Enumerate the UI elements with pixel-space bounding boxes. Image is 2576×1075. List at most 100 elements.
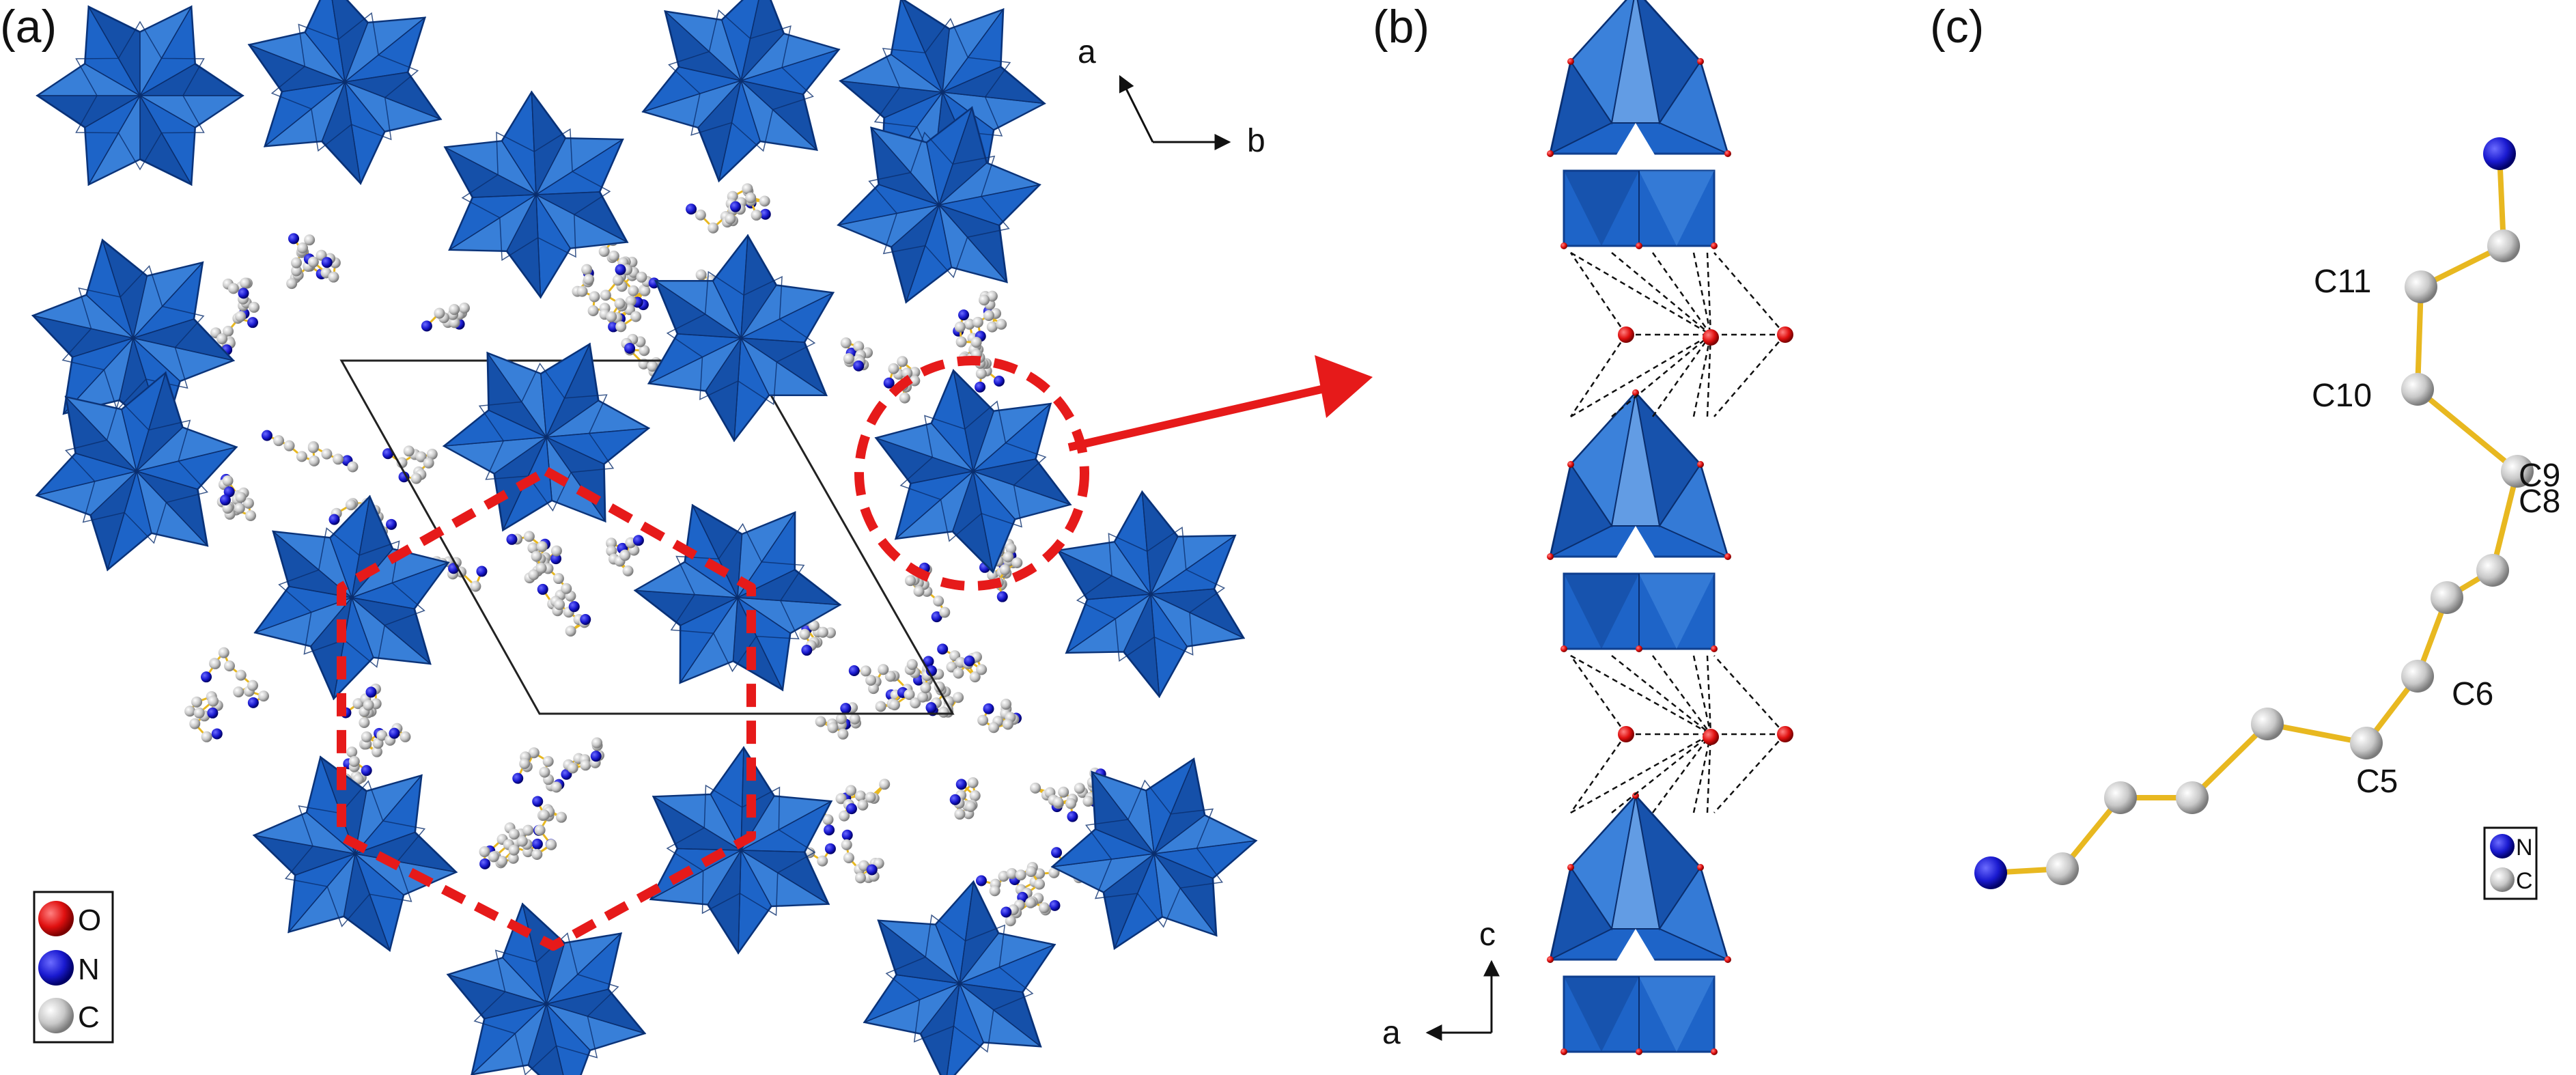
carbon-atom: [2401, 373, 2434, 406]
carbon-atom: [1034, 868, 1046, 880]
carbon-atom: [184, 706, 196, 717]
nitrogen-atom: [1974, 856, 2007, 889]
nitrogen-atom: [730, 201, 742, 212]
cluster-inner-edges: [899, 400, 1047, 542]
nitrogen-atom: [207, 707, 219, 718]
polyoxometalate-cluster: [35, 371, 238, 572]
nitrogen-atom: [975, 381, 986, 393]
nitrogen-atom: [975, 875, 987, 886]
panel-b-label: (b): [1373, 1, 1429, 53]
carbon-atom: [999, 564, 1011, 576]
carbon-atom: [2401, 660, 2434, 693]
carbon-atom: [233, 686, 244, 698]
carbon-atom: [223, 325, 234, 337]
carbon-atom: [822, 814, 834, 826]
cluster-facet: [138, 63, 244, 96]
carbon-atom: [522, 824, 534, 836]
carbon-atom: [840, 337, 852, 349]
carbon-atom: [488, 851, 499, 863]
carbon-atom: [953, 692, 964, 703]
cluster-facet: [739, 79, 818, 152]
nitrogen-atom: [853, 360, 865, 372]
water-oxygen-atom: [1618, 326, 1634, 343]
carbon-atom: [615, 321, 627, 333]
carbon-atom: [240, 277, 251, 289]
oxygen-atom: [1724, 956, 1731, 963]
nitrogen-atom: [624, 342, 636, 354]
carbon-atom: [695, 209, 706, 221]
polyoxometalate-chain: [1547, 0, 1793, 1055]
panel-a: (a) a b O N C: [0, 0, 1373, 1075]
polyoxometalate-cluster: [252, 755, 458, 952]
carbon-atom: [297, 242, 309, 254]
carbon-atom: [1030, 782, 1041, 794]
carbon-atom: [817, 626, 828, 638]
nitrogen-atom: [931, 611, 942, 623]
carbon-atom: [542, 755, 554, 767]
carbon-atom: [376, 729, 388, 741]
nitrogen-atom: [845, 803, 857, 815]
axis-a-label: a: [1078, 34, 1096, 70]
carbon-atom: [817, 855, 828, 867]
carbon-atom: [608, 250, 619, 262]
carbon-atom: [933, 595, 944, 606]
carbon-atom: [508, 844, 520, 856]
carbon-atom-icon: [38, 998, 74, 1033]
oxygen-atom: [1547, 150, 1554, 157]
nitrogen-atom: [1051, 847, 1063, 858]
cluster-facet: [971, 458, 1072, 506]
carbon-atom: [865, 792, 876, 803]
nitrogen-atom: [550, 553, 562, 565]
carbon-atom: [977, 714, 989, 726]
carbon-atom: [972, 316, 983, 328]
carbon-atom: [1015, 869, 1026, 881]
nitrogen-atom: [247, 697, 259, 708]
cluster-inner-edges: [666, 784, 816, 917]
carbon-atom: [359, 717, 370, 729]
panel-a-label: (a): [0, 1, 57, 53]
oxygen-atom: [1567, 864, 1574, 871]
carbon-atom: [458, 303, 470, 314]
nitrogen-atom: [321, 257, 333, 268]
carbon-atom: [837, 728, 849, 740]
carbon-atom: [223, 660, 235, 671]
carbon-atom: [2176, 781, 2209, 814]
nitrogen-atom: [2483, 137, 2516, 170]
carbon-atom: [581, 264, 593, 275]
nitrogen-atom: [1067, 811, 1078, 822]
carbon-atom: [410, 473, 422, 484]
carbon-atom: [449, 304, 460, 316]
cluster-inner-edges: [666, 270, 816, 406]
nitrogen-atom: [925, 702, 937, 714]
carbon-atom: [507, 852, 519, 864]
cluster-inner-edges: [284, 780, 426, 927]
carbon-atom: [567, 762, 578, 774]
carbon-atom: [954, 321, 966, 333]
nitrogen-atom: [759, 208, 771, 220]
carbon-atom: [976, 664, 988, 675]
carbon-atom: [849, 713, 860, 725]
carbon-atom: [535, 562, 547, 574]
carbon-atom: [897, 356, 908, 367]
carbon-atom: [979, 294, 990, 306]
cluster-inner-edges: [885, 914, 1034, 1053]
nitrogen-atom: [361, 765, 372, 777]
carbon-atom: [1005, 915, 1016, 927]
carbon-atom: [857, 799, 869, 811]
polyoxometalate-cluster: [874, 369, 1072, 574]
cluster-inner-edges: [478, 362, 615, 512]
legend-a: O N C: [33, 891, 114, 1044]
carbon-atom: [913, 585, 925, 597]
carbon-atom: [1025, 866, 1037, 878]
carbon-atom: [1034, 878, 1046, 890]
carbon-atom: [965, 800, 977, 812]
molecule-bond: [2190, 722, 2269, 800]
highlight-arrow-head: [1315, 355, 1373, 418]
nitrogen-atom: [261, 430, 272, 441]
cluster-inner-edges: [868, 131, 1010, 279]
carbon-atom: [555, 811, 567, 823]
carbon-atom: [969, 790, 981, 802]
carbon-atom: [321, 448, 333, 460]
oxygen-atom: [1632, 792, 1639, 799]
carbon-atom: [954, 809, 966, 820]
